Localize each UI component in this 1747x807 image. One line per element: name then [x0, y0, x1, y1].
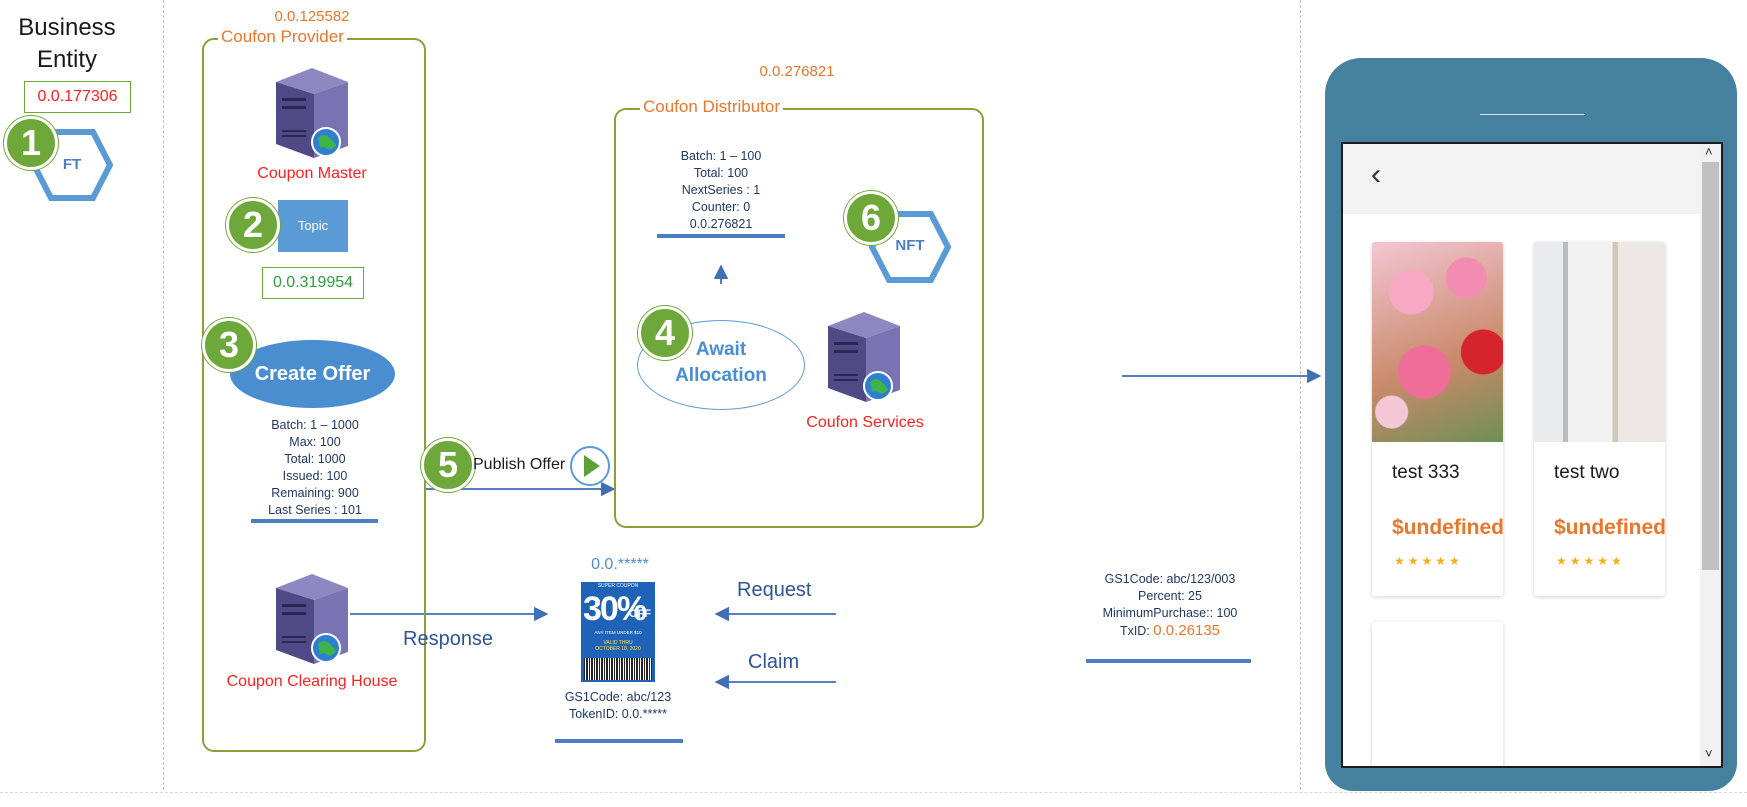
coufon-services-server-icon: [828, 312, 900, 402]
bottom-divider: [0, 792, 1747, 793]
coupon-header: SUPER COUPON: [597, 583, 639, 589]
transaction-info: GS1Code: abc/123/003 Percent: 25 Minimum…: [1102, 572, 1238, 639]
clearing-house-label: Coupon Clearing House: [226, 673, 398, 690]
provider-title: Coufon Provider: [218, 27, 347, 47]
coupon-fine-print: ANY ITEM UNDER $10: [594, 630, 642, 635]
create-offer-ellipse: Create Offer: [230, 340, 395, 408]
divider-left: [163, 0, 164, 790]
back-icon[interactable]: ‹: [1371, 158, 1381, 191]
coupon-valid-line2: OCTOBER 18, 2020: [595, 646, 641, 652]
app-bar: ‹: [1343, 144, 1700, 214]
rating-stars-icon: ★★★★★: [1394, 554, 1463, 568]
product-image-flowers: [1372, 242, 1503, 442]
step-2-badge: 2: [226, 198, 280, 252]
step-6-badge: 6: [844, 191, 898, 245]
play-button-icon[interactable]: [569, 445, 611, 487]
distributor-group: [614, 108, 984, 528]
txid-value: 0.0.26135: [1153, 622, 1221, 639]
distributor-batch-info: Batch: 1 – 100 Total: 100 NextSeries : 1…: [680, 149, 762, 231]
txid-label: TxID:: [1119, 624, 1150, 638]
response-label: Response: [403, 628, 494, 650]
step-1-badge: 1: [4, 116, 58, 170]
coupon-token-id-top: 0.0.*****: [591, 556, 649, 573]
coupon-barcode: [584, 658, 652, 680]
coupon-percent: 30%: [583, 590, 647, 628]
request-label: Request: [737, 579, 812, 601]
clearing-house-server-icon: [276, 574, 348, 664]
scroll-down-icon[interactable]: ˅: [1705, 746, 1713, 761]
product-image-closet: [1534, 242, 1665, 442]
step-4-badge: 4: [638, 306, 692, 360]
distributor-account-id: 0.0.276821: [759, 63, 835, 80]
coupon-off: OFF: [629, 608, 651, 620]
coupon-master-server-icon: [276, 68, 348, 158]
publish-offer-label: Publish Offer: [473, 456, 566, 473]
product-card[interactable]: test two $undefined ★★★★★: [1534, 242, 1665, 596]
coupon-valid-line1: VALID THRU: [603, 640, 633, 646]
phone-screen: ‹ test 333 $undefined ★★★★★ test two $un…: [1341, 142, 1723, 768]
step-5-badge: 5: [421, 438, 475, 492]
product-name: test two: [1554, 462, 1620, 483]
phone-mockup: ‹ test 333 $undefined ★★★★★ test two $un…: [1325, 58, 1737, 791]
coupon-info: GS1Code: abc/123 TokenID: 0.0.*****: [564, 690, 672, 721]
product-grid: test 333 $undefined ★★★★★ test two $unde…: [1343, 214, 1700, 766]
coufon-services-label: Coufon Services: [806, 414, 924, 431]
coupon-info-underline: [555, 739, 683, 743]
transaction-underline: [1086, 659, 1251, 663]
product-card-placeholder[interactable]: [1372, 622, 1503, 766]
batch-info-underline: [657, 234, 785, 238]
business-entity-title: Business Entity: [18, 14, 116, 73]
scroll-up-icon[interactable]: ˄: [1705, 144, 1713, 159]
provider-account-id: 0.0.125582: [274, 8, 350, 25]
coupon-master-label: Coupon Master: [257, 165, 367, 182]
product-price: $undefined: [1392, 516, 1503, 539]
nft-token-label: NFT: [895, 237, 925, 254]
coupon-image: SUPER COUPON 30% OFF ANY ITEM UNDER $10 …: [581, 582, 655, 682]
distributor-title: Coufon Distributor: [640, 97, 784, 117]
claim-label: Claim: [748, 651, 800, 673]
topic-id: 0.0.319954: [262, 267, 364, 299]
phone-speaker: [1480, 114, 1585, 115]
divider-right: [1300, 0, 1301, 790]
product-card[interactable]: test 333 $undefined ★★★★★: [1372, 242, 1503, 596]
offer-info-underline: [251, 519, 378, 523]
product-name: test 333: [1392, 462, 1460, 483]
scrollbar[interactable]: ˄ ˅: [1700, 144, 1721, 766]
rating-stars-icon: ★★★★★: [1556, 554, 1625, 568]
step-3-badge: 3: [202, 318, 256, 372]
business-entity-account-id: 0.0.177306: [24, 81, 131, 113]
topic-box: Topic: [278, 200, 348, 252]
scroll-thumb[interactable]: [1702, 162, 1719, 570]
ft-token-label: FT: [62, 156, 82, 173]
offer-info: Batch: 1 – 1000 Max: 100 Total: 1000 Iss…: [268, 418, 362, 517]
product-price: $undefined: [1554, 516, 1665, 539]
